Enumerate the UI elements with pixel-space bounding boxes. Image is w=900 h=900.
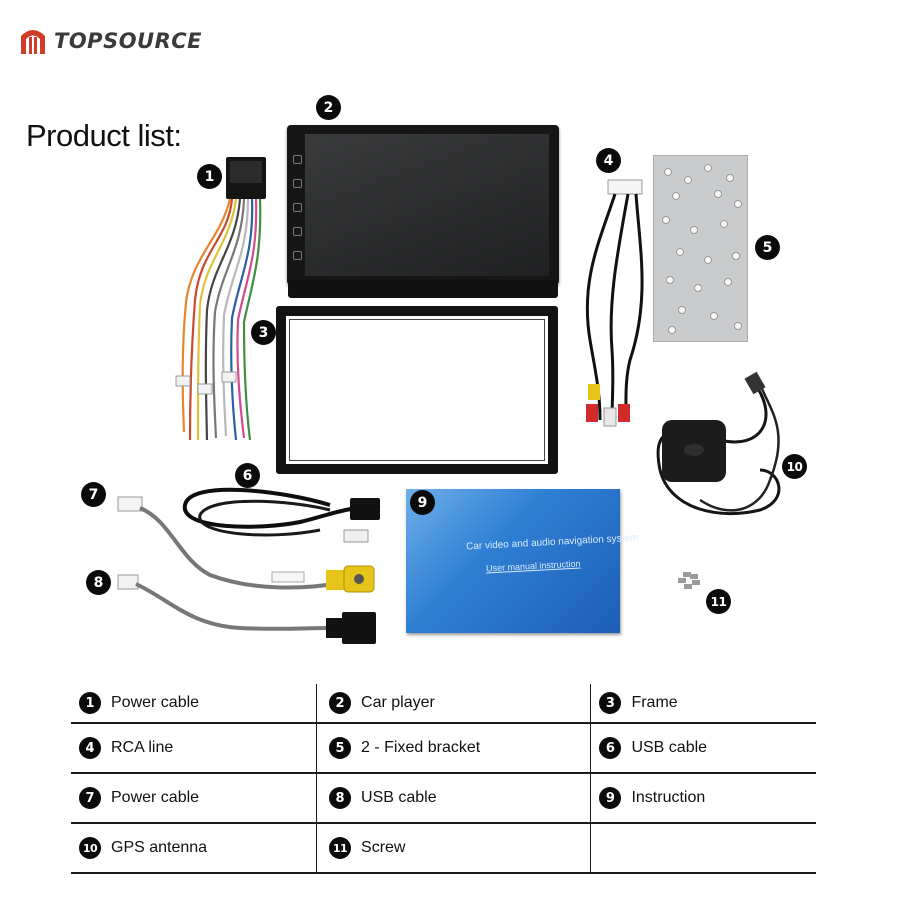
callout-badge-10: 10 [782, 454, 807, 479]
manual-subtitle: User manual instruction [485, 558, 581, 574]
table-cell: 2 Car player [316, 684, 590, 722]
callout-badge-8: 8 [86, 570, 111, 595]
callout-badge-2: 2 [316, 95, 341, 120]
number-badge: 2 [329, 692, 352, 714]
page-heading: Product list: [26, 118, 182, 153]
gps-antenna-image [656, 371, 781, 516]
item-label: Power cable [111, 694, 200, 711]
manual-title: Car video and audio navigation system [465, 532, 639, 553]
power-cable-1-image [175, 157, 266, 441]
callout-badge-9: 9 [410, 490, 435, 515]
table-cell: 8 USB cable [316, 774, 590, 822]
callout-badge-6: 6 [235, 463, 260, 488]
number-badge: 9 [599, 787, 622, 809]
power-cable-7-image [117, 496, 375, 593]
table-cell: 3 Frame [590, 684, 816, 722]
callout-badge-4: 4 [596, 148, 621, 173]
number-badge: 10 [79, 837, 101, 859]
table-cell: 9 Instruction [590, 774, 816, 822]
number-badge: 1 [79, 692, 101, 714]
item-label: Car player [361, 694, 435, 711]
table-row: 4 RCA line 5 2 - Fixed bracket 6 USB cable [71, 724, 816, 774]
car-player-image [287, 125, 559, 285]
usb-cable-6-image [182, 487, 381, 543]
player-screen [305, 134, 549, 276]
back-icon [293, 203, 302, 212]
frame-image [276, 306, 558, 474]
callout-badge-1: 1 [197, 164, 222, 189]
callout-badge-3: 3 [251, 320, 276, 345]
brand-name: TOPSOURCE [54, 29, 203, 53]
fixed-bracket-image [653, 155, 748, 342]
table-cell: 7 Power cable [71, 774, 316, 822]
screws-image [678, 572, 700, 589]
volume-up-icon [293, 227, 302, 236]
brand-logo-icon [21, 30, 45, 54]
item-label: Frame [631, 694, 678, 711]
callout-badge-11: 11 [706, 589, 731, 614]
number-badge: 5 [329, 737, 352, 759]
instruction-manual-image: Car video and audio navigation system Us… [406, 489, 638, 633]
item-label: USB cable [361, 789, 437, 806]
usb-cable-8-image [117, 574, 376, 644]
volume-down-icon [293, 251, 302, 260]
table-row: 1 Power cable 2 Car player 3 Frame [71, 684, 816, 724]
car-player-housing [288, 280, 558, 298]
rca-line-image [585, 179, 644, 427]
callout-badge-7: 7 [81, 482, 106, 507]
item-label: RCA line [111, 739, 174, 756]
number-badge: 11 [329, 837, 352, 859]
table-cell: 1 Power cable [71, 684, 316, 722]
item-label: Instruction [631, 789, 706, 806]
table-cell: 4 RCA line [71, 724, 316, 772]
table-cell-empty [590, 824, 816, 872]
callout-badge-5: 5 [755, 235, 780, 260]
number-badge: 8 [329, 787, 352, 809]
table-row: 10 GPS antenna 11 Screw [71, 824, 816, 874]
number-badge: 3 [599, 692, 622, 714]
power-icon [293, 155, 302, 164]
table-cell: 11 Screw [316, 824, 590, 872]
item-label: GPS antenna [111, 839, 208, 856]
number-badge: 7 [79, 787, 101, 809]
item-label: 2 - Fixed bracket [361, 739, 481, 756]
table-row: 7 Power cable 8 USB cable 9 Instruction [71, 774, 816, 824]
table-cell: 10 GPS antenna [71, 824, 316, 872]
product-illustrations [117, 157, 781, 644]
number-badge: 4 [79, 737, 101, 759]
table-cell: 5 2 - Fixed bracket [316, 724, 590, 772]
table-cell: 6 USB cable [590, 724, 816, 772]
brand: TOPSOURCE [18, 26, 202, 56]
home-icon [293, 179, 302, 188]
item-label: Power cable [111, 789, 200, 806]
item-label: Screw [361, 839, 406, 856]
number-badge: 6 [599, 737, 622, 759]
item-label: USB cable [631, 739, 708, 756]
